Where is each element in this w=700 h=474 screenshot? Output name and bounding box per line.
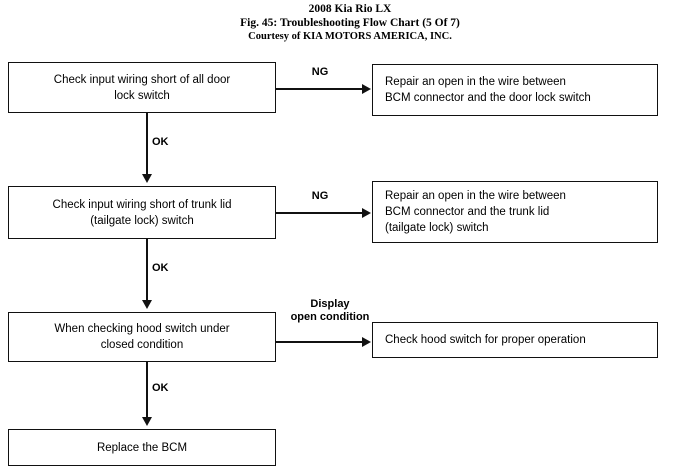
- edge-line-ok-3: [146, 362, 148, 418]
- edge-label-display-open: Display open condition: [290, 298, 370, 323]
- edge-line-display-open: [276, 341, 364, 343]
- document-title: 2008 Kia Rio LX: [308, 3, 392, 15]
- edge-arrowhead-ng-2: [362, 208, 371, 218]
- node-trunk-lid-check: Check input wiring short of trunk lid (t…: [8, 186, 276, 239]
- edge-label-ng-1: NG: [311, 66, 329, 78]
- courtesy-line: Courtesy of KIA MOTORS AMERICA, INC.: [248, 31, 452, 42]
- node-label: Check input wiring short of trunk lid (t…: [52, 198, 232, 227]
- edge-line-ok-1: [146, 113, 148, 175]
- node-label: Repair an open in the wire between BCM c…: [385, 190, 566, 234]
- edge-line-ok-2: [146, 239, 148, 301]
- node-label: Check hood switch for proper operation: [385, 334, 586, 346]
- edge-arrowhead-ok-2: [142, 300, 152, 309]
- edge-arrowhead-ok-1: [142, 174, 152, 183]
- edge-line-ng-1: [276, 88, 364, 90]
- node-door-lock-repair: Repair an open in the wire between BCM c…: [372, 64, 658, 116]
- node-label: Check input wiring short of all door loc…: [53, 73, 231, 102]
- edge-arrowhead-ok-3: [142, 417, 152, 426]
- figure-caption: Fig. 45: Troubleshooting Flow Chart (5 O…: [240, 17, 460, 29]
- node-trunk-lid-repair: Repair an open in the wire between BCM c…: [372, 181, 658, 243]
- node-hood-switch-operation: Check hood switch for proper operation: [372, 322, 658, 358]
- node-door-lock-check: Check input wiring short of all door loc…: [8, 62, 276, 113]
- node-hood-switch-closed: When checking hood switch under closed c…: [8, 312, 276, 362]
- page-header: 2008 Kia Rio LX Fig. 45: Troubleshooting…: [0, 2, 700, 44]
- node-label: Replace the BCM: [96, 441, 188, 454]
- edge-line-ng-2: [276, 212, 364, 214]
- edge-arrowhead-ng-1: [362, 84, 371, 94]
- node-label: Repair an open in the wire between BCM c…: [385, 76, 591, 104]
- edge-arrowhead-display-open: [362, 337, 371, 347]
- edge-label-ng-2: NG: [311, 190, 329, 202]
- edge-label-ok-2: OK: [152, 262, 169, 274]
- node-replace-bcm: Replace the BCM: [8, 429, 276, 466]
- edge-label-ok-1: OK: [152, 136, 169, 148]
- node-label: When checking hood switch under closed c…: [54, 323, 230, 351]
- edge-label-ok-3: OK: [152, 382, 169, 394]
